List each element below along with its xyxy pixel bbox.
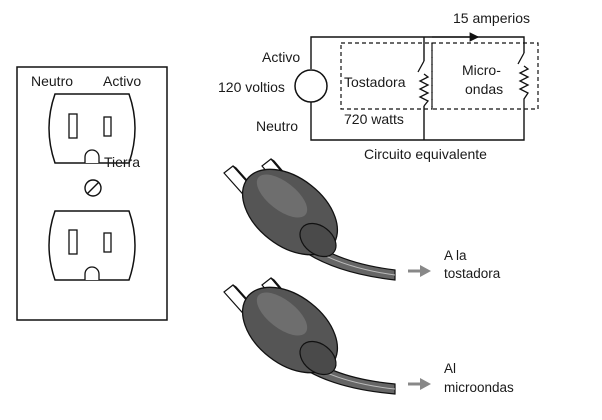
toaster-power-label: 720 watts <box>344 111 404 127</box>
toaster-plug: A la tostadora <box>223 158 501 281</box>
circuit-neutral-label: Neutro <box>256 118 298 134</box>
voltage-source-icon <box>294 69 328 103</box>
microwave-plug-label-line2: microondas <box>444 380 514 395</box>
ground-hole <box>84 266 100 280</box>
outlet-bottom-receptacle <box>48 210 136 281</box>
hot-slot <box>103 232 112 253</box>
neutral-slot <box>68 113 78 139</box>
toaster-label: Tostadora <box>344 74 406 90</box>
equivalent-circuit: 15 amperios Activo 120 voltios Neutro To… <box>218 10 539 162</box>
microwave-label-line1: Micro- <box>462 62 501 78</box>
circuit-hot-label: Activo <box>262 49 300 65</box>
plug-collar <box>299 340 337 376</box>
microwave-plug-label-line1: Al <box>444 361 456 376</box>
toaster-plug-label-line1: A la <box>444 248 467 263</box>
outlet-top-receptacle <box>48 93 136 164</box>
outlet-neutral-label: Neutro <box>31 73 73 89</box>
microwave-label-line2: ondas <box>465 81 503 97</box>
outlet-hot-label: Activo <box>103 73 141 89</box>
outlet-screw <box>84 179 102 197</box>
receptacle-outline <box>48 210 136 281</box>
neutral-wire <box>310 102 525 141</box>
microwave-switch-resistor-icon <box>517 52 530 110</box>
toaster-plug-label-line2: tostadora <box>444 266 501 281</box>
voltage-label: 120 voltios <box>218 79 285 95</box>
microwave-arrow-icon <box>408 378 431 390</box>
wall-outlet: Neutro Activo Tierra <box>16 66 168 321</box>
microwave-plug: Al microondas <box>223 277 514 395</box>
hot-wire <box>310 36 525 69</box>
toaster-arrow-icon <box>408 265 431 277</box>
circuit-caption: Circuito equivalente <box>364 146 487 162</box>
toaster-box <box>340 42 433 110</box>
microwave-box <box>431 42 539 110</box>
toaster-switch-resistor-icon <box>417 60 430 107</box>
current-label: 15 amperios <box>453 10 530 26</box>
ground-hole <box>84 149 100 163</box>
hot-slot <box>103 116 112 137</box>
outlet-ground-label: Tierra <box>104 154 140 170</box>
plug-collar <box>299 222 337 258</box>
receptacle-outline <box>48 93 136 164</box>
neutral-slot <box>68 229 78 255</box>
